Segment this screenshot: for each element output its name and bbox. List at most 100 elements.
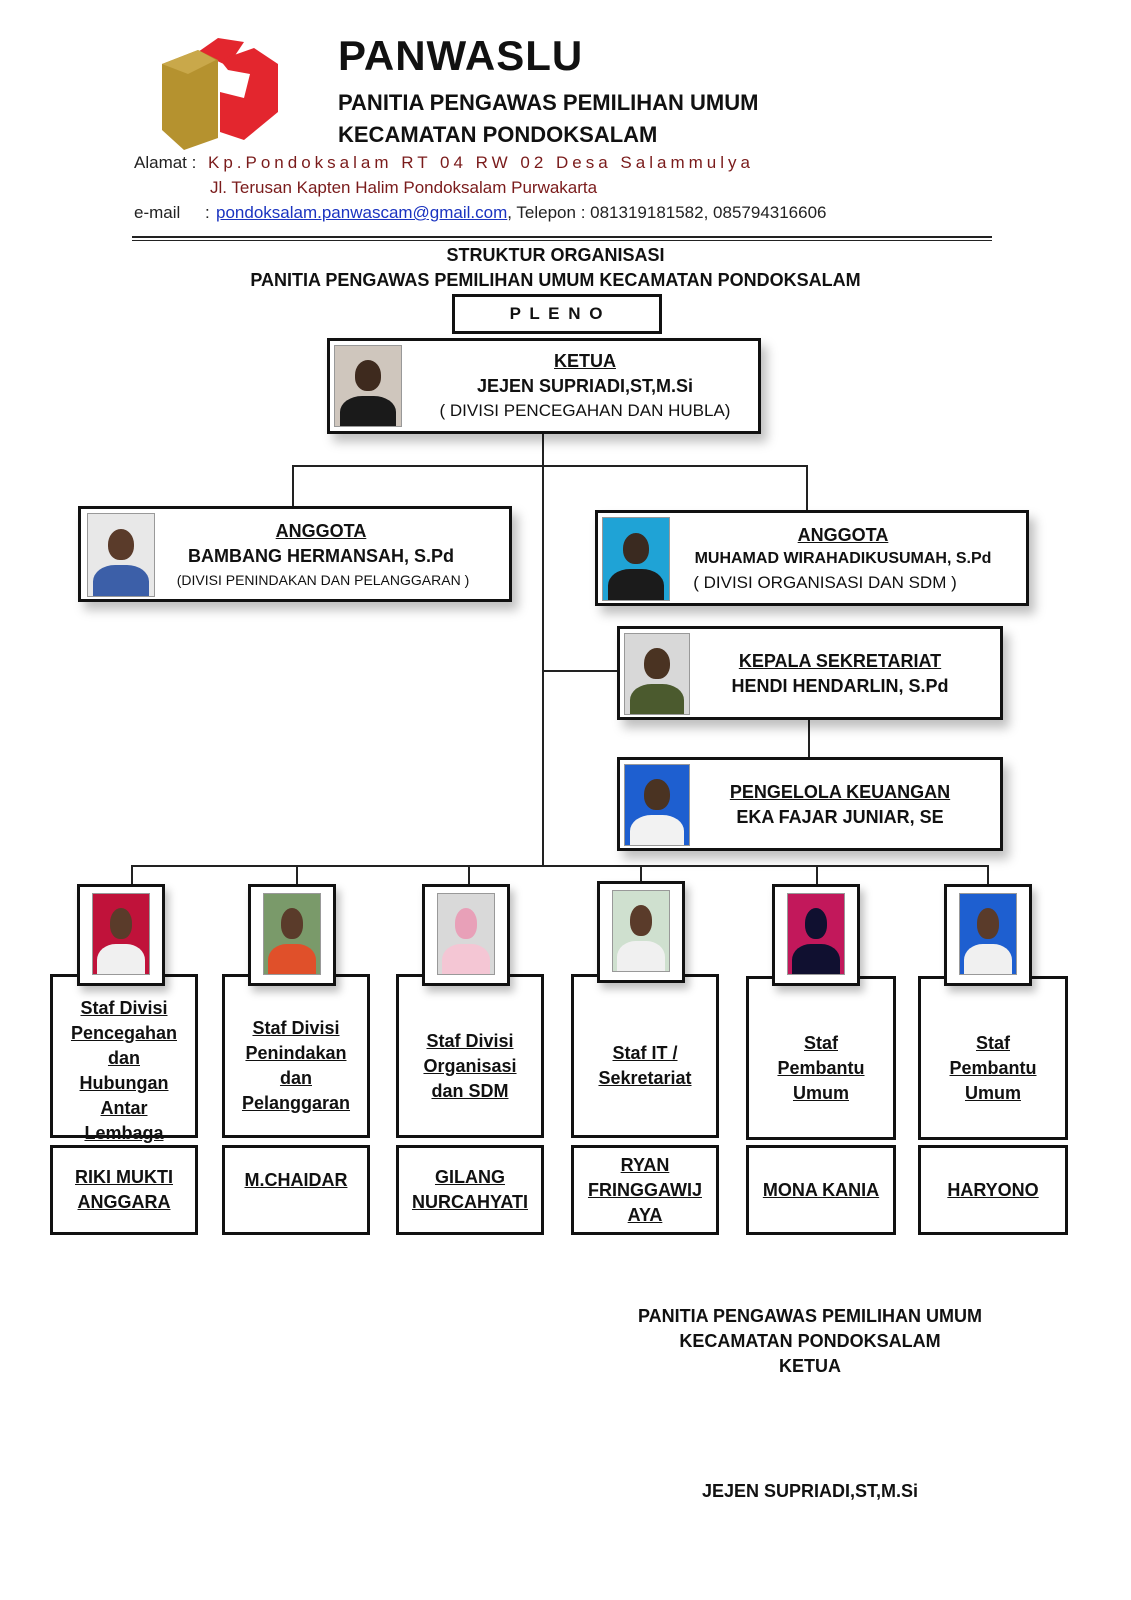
connector-staff-4 xyxy=(640,865,642,883)
anggota-right-name: MUHAMAD WIRAHADIKUSUMAH, S.Pd xyxy=(694,550,992,567)
anggota-right-division: ( DIVISI ORGANISASI DAN SDM ) xyxy=(693,573,957,592)
connector-staff-5 xyxy=(816,865,818,885)
anggota-right-photo xyxy=(602,517,670,601)
anggota-left-photo xyxy=(87,513,155,597)
ketua-photo xyxy=(334,345,402,427)
staff-role-line: Staf xyxy=(803,1032,838,1053)
org-title: PANWASLU xyxy=(338,32,584,79)
signature-name: JEJEN SUPRIADI,ST,M.Si xyxy=(701,1481,919,1501)
panwaslu-logo xyxy=(162,38,278,150)
staff-name-line: MONA KANIA xyxy=(762,1179,880,1200)
staff-photo-frame xyxy=(772,884,860,986)
staff-role-line: Staf Divisi xyxy=(80,998,168,1018)
sekretariat-card: KEPALA SEKRETARIAT HENDI HENDARLIN, S.Pd xyxy=(617,626,1003,720)
staff-name-box: RYAN FRINGGAWIJ AYA xyxy=(571,1145,719,1235)
staff-name-text: RYAN FRINGGAWIJ AYA xyxy=(588,1153,702,1228)
connector-main-vertical xyxy=(542,432,544,866)
staff-role-line: Organisasi xyxy=(423,1055,517,1076)
connector-keuangan xyxy=(808,718,810,758)
staff-name-box: RIKI MUKTI ANGGARA xyxy=(50,1145,198,1235)
staff-name-line: GILANG xyxy=(434,1167,505,1187)
staff-role-line: Lembaga xyxy=(84,1123,164,1143)
staff-name-line: RIKI MUKTI xyxy=(75,1167,173,1187)
staff-name-line: NURCAHYATI xyxy=(411,1192,528,1212)
staff-role-line: dan xyxy=(279,1068,312,1088)
staff-name-text: RIKI MUKTI ANGGARA xyxy=(75,1165,173,1215)
address-label: Alamat : xyxy=(134,153,197,172)
staff-photo-frame xyxy=(597,881,685,983)
staff-role-box: Staf IT /Sekretariat xyxy=(571,974,719,1138)
header-rule-bottom xyxy=(132,240,992,241)
staff-photo-frame xyxy=(422,884,510,986)
staff-name-box: M.CHAIDAR xyxy=(222,1145,370,1235)
staff-role-line: Staf Divisi xyxy=(252,1018,340,1038)
address-line-2: Jl. Terusan Kapten Halim Pondoksalam Pur… xyxy=(210,178,598,197)
sekretariat-photo xyxy=(624,633,690,715)
sekretariat-role: KEPALA SEKRETARIAT xyxy=(738,651,942,671)
anggota-right-card: ANGGOTA MUHAMAD WIRAHADIKUSUMAH, S.Pd ( … xyxy=(595,510,1029,606)
staff-role-line: Pembantu xyxy=(949,1057,1037,1078)
keuangan-photo xyxy=(624,764,690,846)
pleno-box: P L E N O xyxy=(452,294,662,334)
anggota-left-division: (DIVISI PENINDAKAN DAN PELANGGARAN ) xyxy=(176,572,470,588)
staff-role-line: Staf xyxy=(975,1032,1010,1053)
staff-name-text: MONA KANIA xyxy=(763,1178,879,1203)
staff-name-line: RYAN xyxy=(620,1154,670,1175)
email-colon: : xyxy=(205,203,210,222)
keuangan-role: PENGELOLA KEUANGAN xyxy=(729,782,951,802)
staff-role-line: Penindakan xyxy=(245,1043,347,1063)
connector-anggota-left xyxy=(292,465,294,507)
telepon-text: , Telepon : 081319181582, 085794316606 xyxy=(507,203,827,222)
staff-name-line: M.CHAIDAR xyxy=(244,1170,348,1190)
staff-role-line: Antar xyxy=(100,1098,148,1118)
sekretariat-name: HENDI HENDARLIN, S.Pd xyxy=(731,676,949,696)
connector-staff-horizontal xyxy=(131,865,989,867)
connector-staff-2 xyxy=(296,865,298,885)
signature-line-2: KECAMATAN PONDOKSALAM xyxy=(679,1331,941,1351)
doc-heading-1: STRUKTUR ORGANISASI xyxy=(446,245,665,265)
staff-role-line: dan SDM xyxy=(431,1080,509,1101)
address-line-1: Kp.Pondoksalam RT 04 RW 02 Desa Salammul… xyxy=(208,153,754,172)
staff-role-line: Umum xyxy=(964,1082,1021,1103)
staff-photo xyxy=(263,893,321,975)
staff-name-text: HARYONO xyxy=(947,1178,1038,1203)
email-link[interactable]: pondoksalam.panwascam@gmail.com xyxy=(216,203,508,222)
staff-name-text: M.CHAIDAR xyxy=(245,1148,348,1193)
staff-photo xyxy=(612,890,670,972)
staff-name-line: FRINGGAWIJ xyxy=(587,1179,702,1200)
staff-name-line: ANGGARA xyxy=(77,1192,171,1212)
org-subtitle-2: KECAMATAN PONDOKSALAM xyxy=(338,122,658,147)
staff-photo xyxy=(437,893,495,975)
staff-role-text: Staf IT /Sekretariat xyxy=(598,1021,691,1091)
connector-staff-1 xyxy=(131,865,133,885)
anggota-left-role: ANGGOTA xyxy=(275,521,367,541)
email-label: e-mail xyxy=(134,203,181,222)
staff-role-line: Pembantu xyxy=(777,1057,865,1078)
signature-line-1: PANITIA PENGAWAS PEMILIHAN UMUM xyxy=(637,1306,982,1326)
ketua-card: KETUA JEJEN SUPRIADI,ST,M.Si ( DIVISI PE… xyxy=(327,338,761,434)
ketua-division: ( DIVISI PENCEGAHAN DAN HUBLA) xyxy=(439,401,731,420)
email-row: pondoksalam.panwascam@gmail.com, Telepon… xyxy=(216,203,827,223)
staff-role-line: Pelanggaran xyxy=(241,1093,351,1113)
staff-role-line: Pencegahan xyxy=(70,1023,178,1043)
connector-staff-6 xyxy=(987,865,989,885)
staff-photo xyxy=(959,893,1017,975)
signature-line-3: KETUA xyxy=(779,1356,841,1376)
connector-sekretariat xyxy=(543,670,618,672)
staff-name-line: AYA xyxy=(627,1204,663,1225)
staff-role-line: Umum xyxy=(792,1082,849,1103)
header-rule-top xyxy=(132,236,992,238)
staff-role-line: Hubungan xyxy=(79,1073,169,1093)
doc-heading-2: PANITIA PENGAWAS PEMILIHAN UMUM KECAMATA… xyxy=(250,270,861,290)
keuangan-card: PENGELOLA KEUANGAN EKA FAJAR JUNIAR, SE xyxy=(617,757,1003,851)
